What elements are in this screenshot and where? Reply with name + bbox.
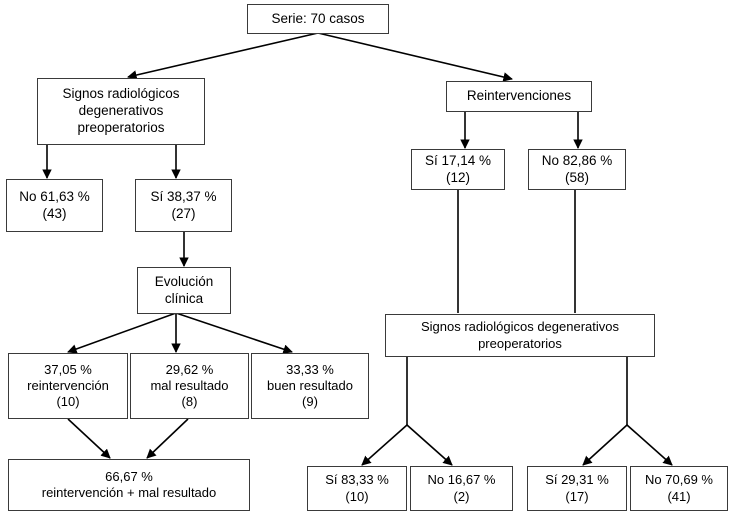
edge-signos-to-leaf-1 — [361, 424, 408, 466]
edge-mal-to-combined — [146, 418, 189, 459]
edge-evolucion-to-buen — [175, 312, 293, 354]
node-combined-6667: 66,67 % reintervención + mal resultado — [8, 459, 250, 511]
edge-signos-to-leaf-2 — [406, 424, 453, 466]
node-right-signos-radiologicos: Signos radiológicos degenerativos preope… — [385, 314, 655, 357]
node-right-no-8286: No 82,86 % (58) — [528, 149, 626, 190]
node-outcome-mal-resultado: 29,62 % mal resultado (8) — [130, 353, 249, 419]
edge-reintervencion-to-combined — [67, 418, 111, 459]
edge-evolucion-to-reintervencion — [67, 312, 177, 354]
node-evolucion-clinica: Evolución clínica — [137, 267, 231, 314]
edge-root-to-right — [317, 32, 513, 82]
node-left-si-3837: Sí 38,37 % (27) — [135, 179, 232, 232]
edge-root-to-left — [127, 32, 319, 80]
node-left-signos-radiologicos: Signos radiológicos degenerativos preope… — [37, 78, 205, 145]
node-outcome-buen-resultado: 33,33 % buen resultado (9) — [251, 353, 369, 419]
edge-signos-to-leaf-3 — [582, 424, 628, 466]
node-root-serie: Serie: 70 casos — [247, 4, 389, 34]
node-outcome-reintervencion: 37,05 % reintervención (10) — [8, 353, 128, 419]
node-left-no-6163: No 61,63 % (43) — [6, 179, 103, 232]
edge-signos-to-leaf-4 — [626, 424, 673, 466]
node-leaf-si-2931: Sí 29,31 % (17) — [527, 466, 627, 511]
node-leaf-no-1667: No 16,67 % (2) — [410, 466, 513, 511]
node-right-si-1714: Sí 17,14 % (12) — [411, 149, 505, 190]
node-reintervenciones: Reintervenciones — [446, 81, 592, 112]
node-leaf-si-8333: Sí 83,33 % (10) — [307, 466, 407, 511]
node-leaf-no-7069: No 70,69 % (41) — [630, 466, 728, 511]
